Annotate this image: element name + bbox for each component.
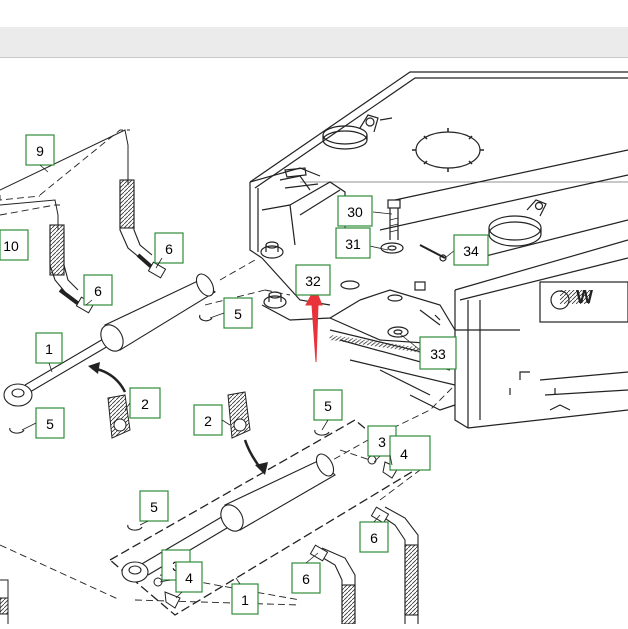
machine-hatched-edges <box>329 290 590 357</box>
svg-text:31: 31 <box>345 236 361 252</box>
lower-hoses <box>317 506 419 625</box>
callout-32: 32 <box>295 264 331 296</box>
callout-2a: 2 <box>129 387 161 419</box>
exploded-parts-diagram: W <box>0 71 628 625</box>
svg-text:34: 34 <box>463 243 479 259</box>
svg-text:2: 2 <box>141 396 149 412</box>
callout-5c: 5 <box>313 389 343 421</box>
callout-9: 9 <box>25 134 55 166</box>
hydraulic-lines-upper-left <box>0 129 129 230</box>
callout-5a: 5 <box>223 297 253 329</box>
svg-text:6: 6 <box>165 241 173 257</box>
svg-text:5: 5 <box>150 499 158 515</box>
callout-6d: 6 <box>291 562 321 594</box>
svg-text:6: 6 <box>370 530 378 546</box>
callout-6c: 6 <box>359 521 389 553</box>
parts-diagram-canvas: W <box>0 58 628 625</box>
highlight-arrow <box>305 286 323 363</box>
callout-4b: 4 <box>175 561 203 593</box>
svg-text:4: 4 <box>185 570 193 586</box>
viewer-toolbar <box>0 27 628 58</box>
callout-34: 34 <box>453 234 489 266</box>
arrow-head-upper <box>88 362 100 374</box>
callout-2b: 2 <box>193 404 223 436</box>
svg-text:1: 1 <box>241 592 249 608</box>
bottom-left-part <box>0 579 9 624</box>
svg-text:30: 30 <box>347 204 363 220</box>
machine-logo-letter: W <box>576 287 593 307</box>
svg-text:10: 10 <box>3 238 19 254</box>
dashed-assembly-lines <box>0 129 456 606</box>
svg-text:5: 5 <box>324 398 332 414</box>
machine-frame-drawing <box>249 71 628 429</box>
svg-text:9: 9 <box>36 143 44 159</box>
svg-text:4: 4 <box>400 446 408 462</box>
svg-text:6: 6 <box>302 571 310 587</box>
callout-30: 30 <box>337 195 373 227</box>
svg-text:3: 3 <box>378 434 386 450</box>
bracket-2-lower <box>227 391 251 439</box>
svg-text:5: 5 <box>234 306 242 322</box>
callout-6b: 6 <box>83 274 113 306</box>
svg-text:2: 2 <box>204 413 212 429</box>
callout-6a: 6 <box>154 232 184 264</box>
svg-text:32: 32 <box>305 273 321 289</box>
callout-1b: 1 <box>231 583 259 615</box>
callout-5d: 5 <box>139 490 169 522</box>
svg-text:6: 6 <box>94 283 102 299</box>
lower-assembly-outline <box>108 419 417 616</box>
arrow-head-lower <box>255 462 268 475</box>
callout-33: 33 <box>419 336 457 370</box>
svg-text:5: 5 <box>46 416 54 432</box>
callout-4a: 4 <box>389 435 431 471</box>
upper-cylinder <box>3 273 216 434</box>
callout-31: 31 <box>335 227 371 259</box>
bracket-2-upper <box>107 394 131 439</box>
callout-leaders <box>21 164 393 599</box>
callout-5b: 5 <box>35 407 65 439</box>
callout-1a: 1 <box>35 332 63 364</box>
svg-text:1: 1 <box>45 341 53 357</box>
svg-text:33: 33 <box>430 346 446 362</box>
callout-10: 10 <box>0 229 29 261</box>
window-top-strip <box>0 0 628 28</box>
